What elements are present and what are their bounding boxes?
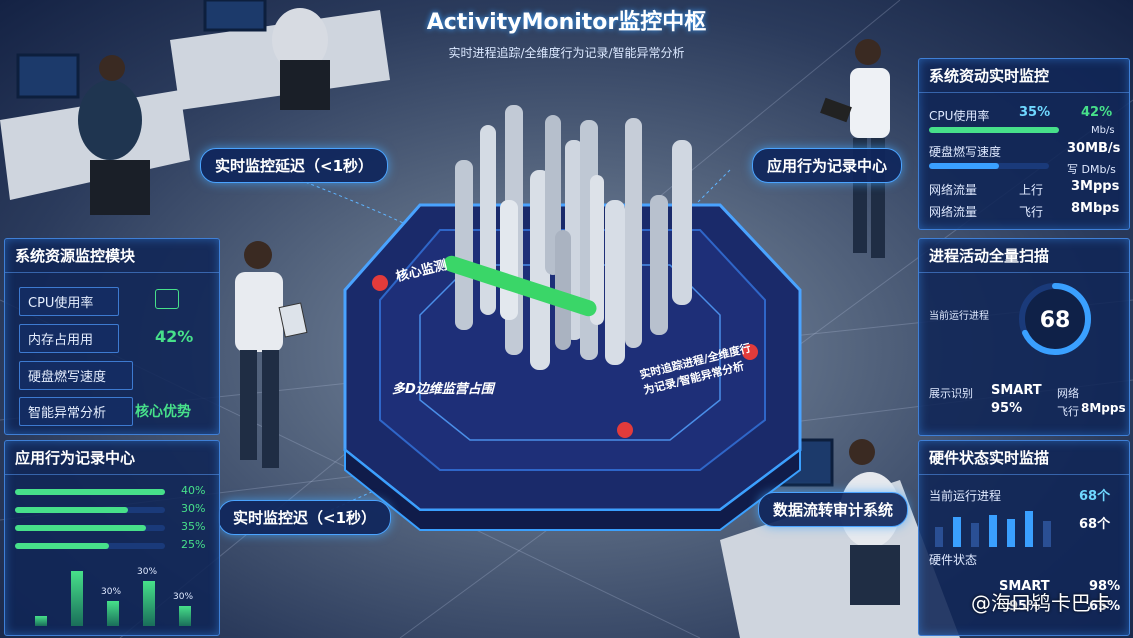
panel-title: 系统资动实时监控 — [919, 59, 1129, 93]
behavior-column-label: 30% — [101, 587, 122, 597]
workstation-top-left — [0, 0, 390, 215]
behavior-column — [179, 606, 191, 626]
disk-value: 30MB/s — [1067, 141, 1121, 156]
process-gauge: 68 — [1019, 283, 1091, 355]
panel-hardware-status: 硬件状态实时监描 当前运行进程 68个 68个 硬件状态 SMART 98% 9… — [918, 440, 1130, 636]
behavior-bar-label: 35% — [181, 520, 206, 533]
disk-bar-fill — [929, 163, 999, 169]
net1-value: 3Mpps — [1071, 179, 1120, 194]
memory-value: 42% — [155, 327, 194, 346]
display-label: 展示识别 — [929, 387, 973, 400]
panel-system-resource: 系统资源监控模块 CPU使用率 内存占用用 42% 硬盘燃写速度 智能异常分析 … — [4, 238, 220, 435]
smart-label: SMART — [999, 579, 1050, 594]
proc-value: 68个 — [1079, 489, 1111, 504]
panel-title: 进程活动全量扫描 — [919, 239, 1129, 273]
running-process-label: 当前运行进程 — [929, 311, 989, 322]
net1-dir: 上行 — [1019, 183, 1044, 197]
platform-front-label: 多D边维监营占围 — [392, 382, 494, 397]
callout-latency-top[interactable]: 实时监控延迟（<1秒） — [200, 148, 389, 183]
page-title: ActivityMonitor监控中枢 — [426, 10, 707, 35]
item-cpu[interactable]: CPU使用率 — [19, 287, 119, 316]
unit2: 写 DMb/s — [1067, 163, 1116, 176]
behavior-bar-label: 40% — [181, 484, 206, 497]
item-disk[interactable]: 硬盘燃写速度 — [19, 361, 133, 390]
item-anomaly[interactable]: 智能异常分析 — [19, 397, 133, 426]
behavior-column-label: 30% — [173, 592, 194, 602]
proc-label: 当前运行进程 — [929, 489, 1002, 503]
net2-dir: 飞行 — [1019, 205, 1044, 219]
behavior-column — [107, 601, 119, 626]
behavior-bar — [15, 489, 165, 495]
behavior-column-label: 30% — [137, 567, 158, 577]
pct3: 65% — [1089, 599, 1121, 614]
person-standing-left — [235, 241, 308, 468]
behavior-bar — [15, 543, 109, 549]
callout-app-center[interactable]: 应用行为记录中心 — [752, 148, 903, 183]
net2-label: 网络流量 — [929, 205, 978, 219]
cylinder-cluster — [443, 105, 692, 370]
pct1: 98% — [1089, 579, 1121, 594]
panel-title: 应用行为记录中心 — [5, 441, 219, 475]
net-value: 8Mpps — [1081, 401, 1126, 415]
cpu-label: CPU使用率 — [929, 109, 990, 123]
display-pct: 95% — [991, 401, 1023, 416]
net2-value: 8Mbps — [1071, 201, 1120, 216]
panel-title: 硬件状态实时监描 — [919, 441, 1129, 475]
cpu-value-secondary: 42% — [1081, 105, 1113, 120]
behavior-column — [143, 581, 155, 626]
behavior-column — [71, 571, 83, 626]
panel-title: 系统资源监控模块 — [5, 239, 219, 273]
net1-label: 网络流量 — [929, 183, 978, 197]
page-subtitle: 实时进程追踪/全维度行为记录/智能异常分析 — [448, 46, 685, 60]
gauge-value: 68 — [1040, 308, 1071, 333]
item-memory[interactable]: 内存占用用 — [19, 324, 119, 353]
behavior-bar-label: 25% — [181, 538, 206, 551]
behavior-bar — [15, 507, 128, 513]
panel-system-realtime: 系统资动实时监控 CPU使用率 35% 42% Mb/s 硬盘燃写速度 30MB… — [918, 58, 1130, 230]
watermark: @海口鸨卡巴卡 — [971, 591, 1111, 615]
net-dir: 飞行 — [1057, 405, 1079, 418]
behavior-bar-label: 30% — [181, 502, 206, 515]
behavior-column — [35, 616, 47, 626]
panel-app-behavior: 应用行为记录中心 40% 30% 35% 25% 30% 30% 30% — [4, 440, 220, 636]
hardware-mini-bars — [935, 511, 1051, 547]
callout-audit[interactable]: 数据流转审计系统 — [758, 492, 909, 527]
panel-process-scan: 进程活动全量扫描 当前运行进程 68 展示识别 SMART 95% 网络 飞行 … — [918, 238, 1130, 436]
proc-value-secondary: 68个 — [1079, 517, 1111, 532]
disk-label: 硬盘燃写速度 — [929, 145, 1002, 159]
net-label: 网络 — [1057, 387, 1079, 400]
cpu-bar-fill — [929, 127, 1059, 133]
behavior-bar — [15, 525, 146, 531]
pct2: 95% — [1009, 599, 1041, 614]
unit1: Mb/s — [1091, 125, 1115, 136]
anomaly-value: 核心优势 — [135, 404, 191, 420]
cpu-chip-icon — [155, 289, 179, 309]
cpu-value: 35% — [1019, 105, 1051, 120]
callout-latency-bottom[interactable]: 实时监控迟（<1秒） — [218, 500, 392, 535]
display-value: SMART — [991, 383, 1042, 398]
hw-label: 硬件状态 — [929, 553, 978, 567]
